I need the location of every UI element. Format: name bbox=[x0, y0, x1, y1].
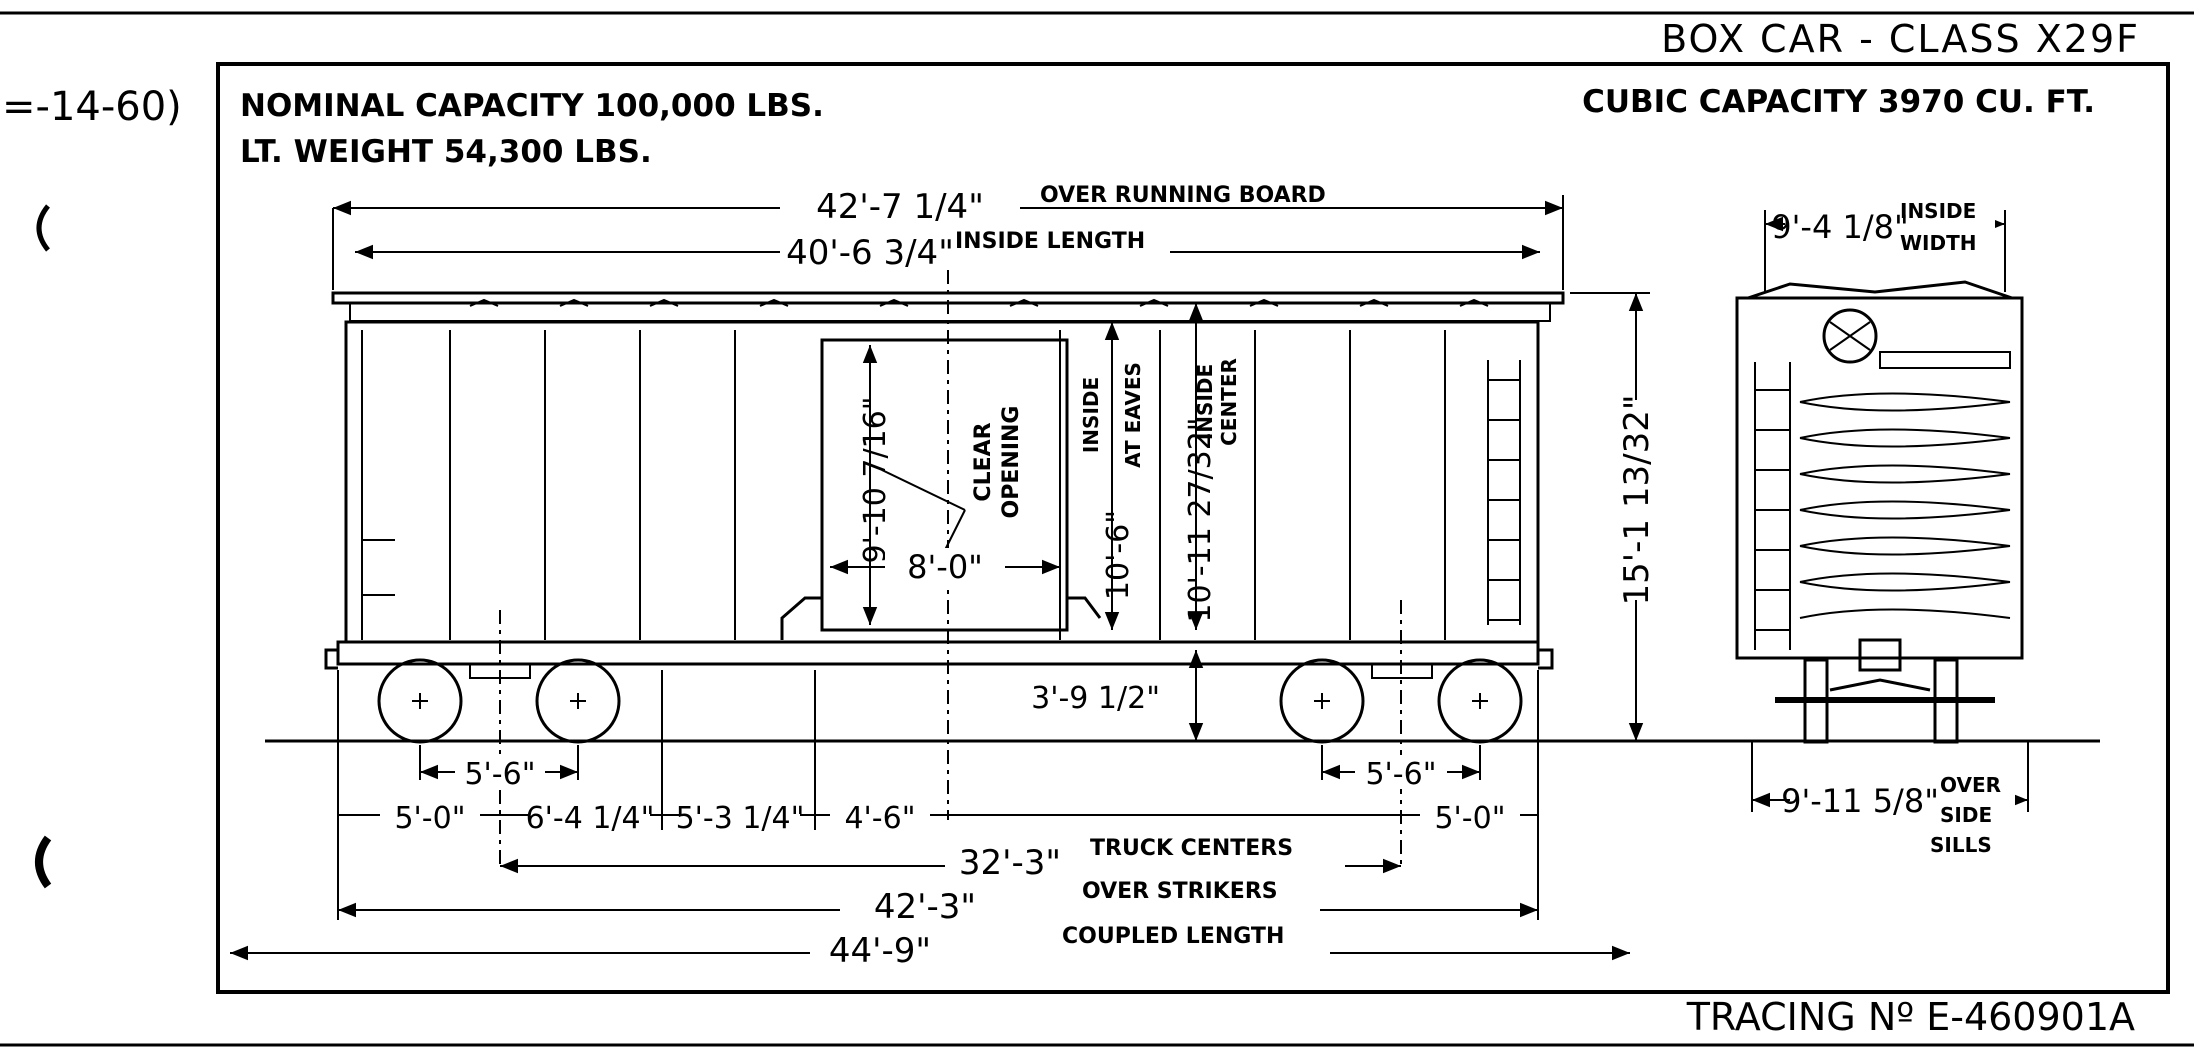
inside-eaves-label-1: INSIDE bbox=[1079, 377, 1103, 453]
light-weight: LT. WEIGHT 54,300 LBS. bbox=[240, 134, 652, 170]
inside-center-label-1: INSIDE bbox=[1193, 364, 1217, 440]
margin-bracket-upper bbox=[36, 204, 50, 252]
end-corrugations bbox=[1799, 392, 2011, 619]
clear-opening-label-2: OPENING bbox=[999, 406, 1024, 519]
over-running-board-label: OVER RUNNING BOARD bbox=[1040, 183, 1326, 208]
side-door bbox=[820, 338, 1069, 632]
cubic-capacity: CUBIC CAPACITY 3970 CU. FT. bbox=[1582, 84, 2095, 120]
end-to-truck-left-value: 5'-0" bbox=[394, 801, 465, 836]
clear-opening-label-1: CLEAR bbox=[971, 422, 996, 501]
side-dimension-labels: 42'-7 1/4" OVER RUNNING BOARD 40'-6 3/4"… bbox=[380, 183, 1662, 971]
sheet-frame bbox=[0, 11, 2194, 1047]
margin-note: =-14-60) bbox=[2, 84, 182, 130]
margin-bracket-lower bbox=[35, 835, 52, 889]
door-height-value: 9'-10 7/16" bbox=[858, 396, 893, 563]
floor-height-value: 3'-9 1/2" bbox=[1031, 681, 1160, 716]
wheel-base-right-value: 5'-6" bbox=[1365, 757, 1436, 792]
segment-1-value: 6'-4 1/4" bbox=[526, 801, 655, 836]
inside-width-label-2: WIDTH bbox=[1900, 231, 1976, 255]
coupled-length-value: 44'-9" bbox=[829, 931, 931, 971]
inside-eaves-value: 10'-6" bbox=[1101, 510, 1136, 600]
drawing-title: BOX CAR - CLASS X29F bbox=[1661, 17, 2140, 61]
inside-length-value: 40'-6 3/4" bbox=[786, 233, 954, 273]
tracing-number: TRACING Nº E-460901A bbox=[1686, 995, 2135, 1039]
end-dimension-labels: 9'-4 1/8" INSIDE WIDTH 9'-11 5/8" OVER S… bbox=[1771, 199, 2015, 857]
grab-irons bbox=[362, 539, 395, 596]
hand-brake-wheel bbox=[1822, 308, 1878, 364]
inside-width-value: 9'-4 1/8" bbox=[1771, 208, 1908, 246]
over-side-sills-label-1: OVER bbox=[1940, 773, 2001, 797]
inside-length-label: INSIDE LENGTH bbox=[955, 229, 1145, 254]
end-elevation bbox=[1735, 280, 2024, 744]
wheel-base-left-value: 5'-6" bbox=[464, 757, 535, 792]
left-truck bbox=[377, 658, 621, 744]
inside-eaves-label-2: AT EAVES bbox=[1121, 362, 1145, 468]
segment-2-value: 5'-3 1/4" bbox=[676, 801, 805, 836]
side-posts bbox=[361, 330, 1446, 640]
truck-centers-label: TRUCK CENTERS bbox=[1090, 836, 1293, 861]
over-side-sills-label-3: SILLS bbox=[1930, 833, 1992, 857]
end-ladder bbox=[1487, 360, 1521, 625]
over-running-board-value: 42'-7 1/4" bbox=[816, 187, 984, 227]
inside-center-value: 10'-11 27/32" bbox=[1183, 417, 1218, 622]
roof-walk-details bbox=[469, 298, 1489, 307]
door-width-value: 8'-0" bbox=[907, 548, 983, 586]
over-strikers-value: 42'-3" bbox=[874, 887, 976, 927]
coupled-length-label: COUPLED LENGTH bbox=[1062, 924, 1284, 949]
truck-centers-value: 32'-3" bbox=[959, 843, 1061, 883]
overall-height-value: 15'-1 13/32" bbox=[1617, 395, 1657, 606]
over-side-sills-label-2: SIDE bbox=[1940, 803, 1992, 827]
segment-3-value: 4'-6" bbox=[844, 801, 915, 836]
nominal-capacity: NOMINAL CAPACITY 100,000 LBS. bbox=[240, 88, 824, 124]
over-strikers-label: OVER STRIKERS bbox=[1082, 879, 1278, 904]
right-truck bbox=[1279, 658, 1523, 744]
end-to-truck-right-value: 5'-0" bbox=[1434, 801, 1505, 836]
inside-center-label-2: CENTER bbox=[1217, 358, 1241, 446]
inside-width-label-1: INSIDE bbox=[1900, 199, 1976, 223]
over-side-sills-value: 9'-11 5/8" bbox=[1781, 782, 1939, 820]
end-ladder-rungs bbox=[1754, 362, 1791, 650]
